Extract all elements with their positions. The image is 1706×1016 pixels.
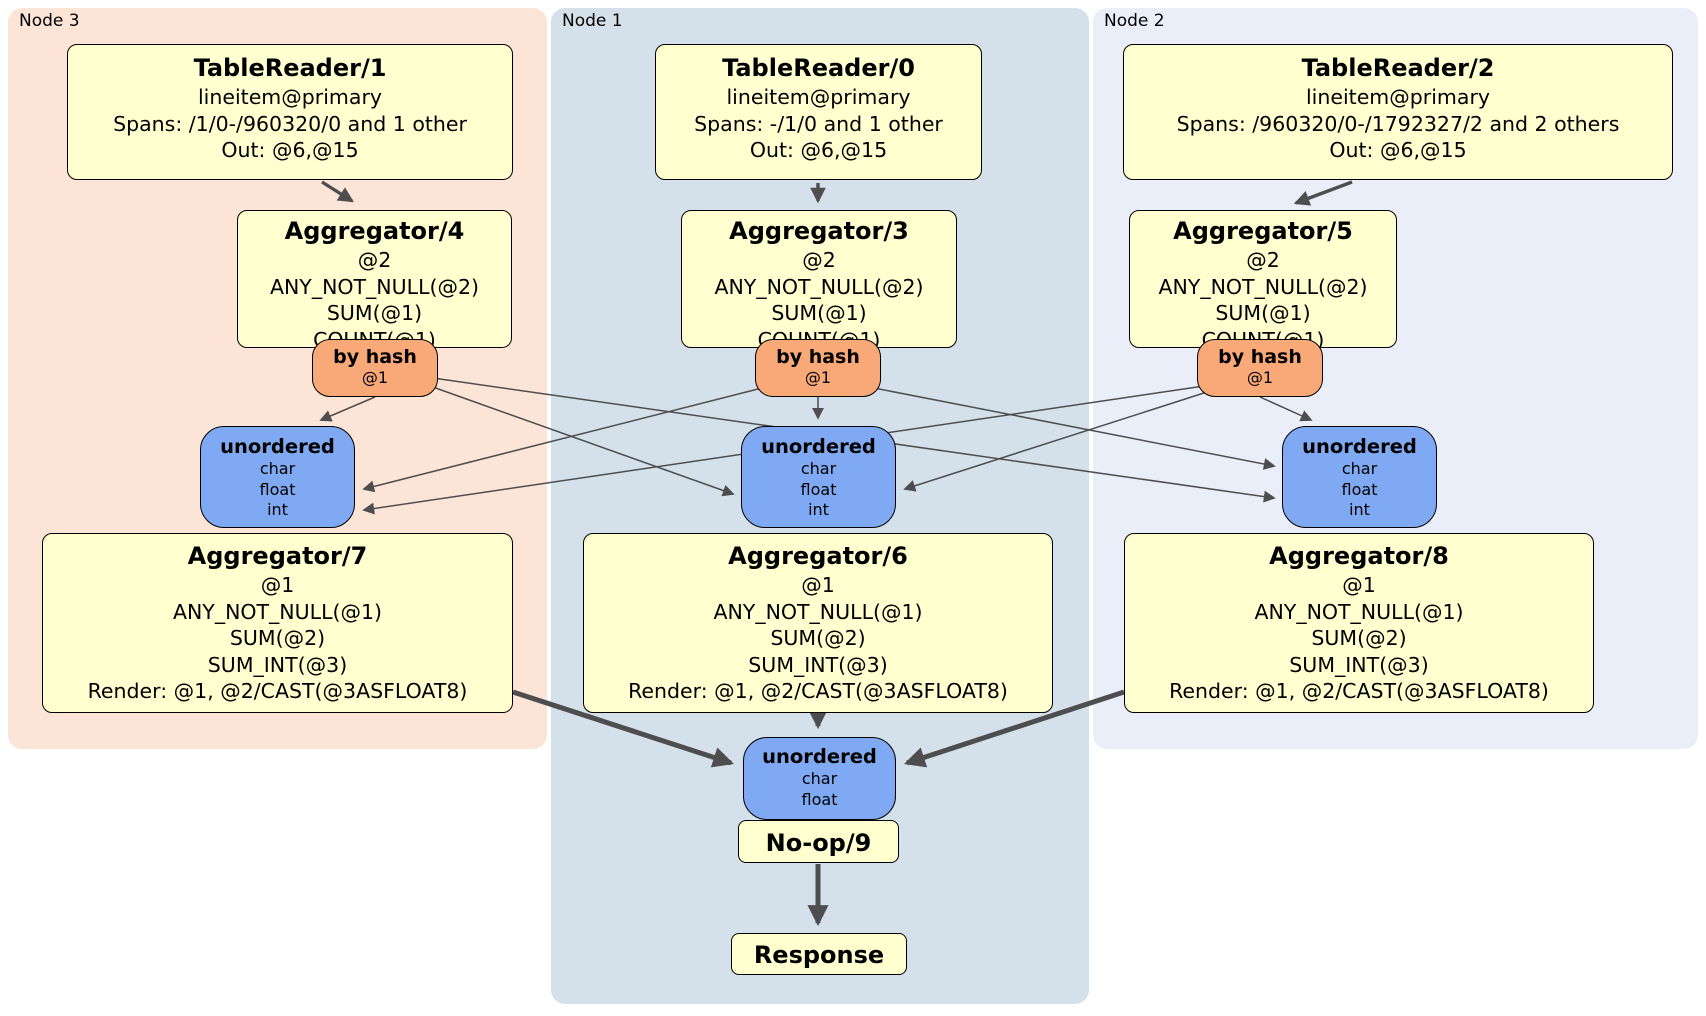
processor-group-cols: @1: [260, 573, 295, 597]
sync-label: unordered: [1302, 435, 1417, 458]
router-by-hash-node2: by hash @1: [1197, 339, 1323, 397]
processor-title: Response: [753, 941, 885, 969]
processor-spans: Spans: /1/0-/960320/0 and 1 other: [113, 111, 467, 136]
processor-agg-fn: ANY_NOT_NULL(@1): [713, 599, 923, 624]
processor-group-cols: @1: [1342, 573, 1376, 597]
processor-spans: Spans: /960320/0-/1792327/2 and 2 others: [1176, 111, 1620, 136]
processor-spans: Spans: -/1/0 and 1 other: [694, 111, 943, 136]
router-key: @1: [804, 368, 832, 387]
processor-agg-fn: SUM_INT(@3): [207, 652, 348, 677]
processor-agg-fn: ANY_NOT_NULL(@2): [714, 274, 924, 299]
processor-agg-fn: SUM_INT(@3): [1289, 652, 1429, 677]
router-by-hash-node3: by hash @1: [312, 339, 438, 397]
region-label-node3: Node 3: [19, 11, 80, 31]
sync-type: float: [801, 789, 838, 809]
sync-unordered-node1: unordered char float int: [741, 426, 896, 528]
processor-out: Out: @6,@15: [1329, 138, 1467, 162]
processor-title: Aggregator/7: [187, 542, 368, 570]
processor-agg-fn: ANY_NOT_NULL(@2): [1158, 274, 1368, 299]
sync-type: char: [259, 459, 296, 478]
processor-title: No-op/9: [765, 828, 872, 857]
sync-type: float: [800, 479, 837, 499]
processor-title: Aggregator/3: [729, 217, 909, 245]
processor-index: lineitem@primary: [197, 85, 383, 109]
processor-group-cols: @2: [1246, 248, 1280, 272]
router-label: by hash: [776, 346, 860, 368]
processor-aggregator-8: Aggregator/8 @1 ANY_NOT_NULL(@1) SUM(@2)…: [1124, 533, 1594, 713]
processor-title: TableReader/2: [1301, 54, 1495, 82]
processor-render: Render: @1, @2/CAST(@3ASFLOAT8): [1169, 679, 1549, 703]
sync-type: int: [808, 500, 829, 519]
processor-title: Aggregator/4: [284, 217, 465, 245]
router-key: @1: [1246, 368, 1274, 387]
region-label-node2: Node 2: [1104, 11, 1165, 31]
processor-agg-fn: SUM(@2): [1311, 626, 1407, 650]
sync-label: unordered: [220, 435, 335, 458]
router-label: by hash: [333, 346, 417, 368]
sync-type: float: [1341, 479, 1378, 499]
processor-title: Aggregator/6: [728, 542, 908, 570]
processor-agg-fn: SUM_INT(@3): [748, 652, 888, 677]
sync-unordered-node3: unordered char float int: [200, 426, 355, 528]
processor-agg-fn: SUM(@1): [1215, 301, 1311, 325]
processor-group-cols: @2: [357, 248, 392, 272]
sync-type: char: [1341, 459, 1378, 478]
processor-agg-fn: SUM(@1): [771, 301, 867, 325]
processor-response: Response: [731, 933, 907, 975]
processor-aggregator-5: Aggregator/5 @2 ANY_NOT_NULL(@2) SUM(@1)…: [1129, 210, 1397, 352]
processor-aggregator-6: Aggregator/6 @1 ANY_NOT_NULL(@1) SUM(@2)…: [583, 533, 1053, 713]
router-label: by hash: [1218, 346, 1302, 368]
sync-label: unordered: [761, 435, 876, 458]
sync-unordered-node2: unordered char float int: [1282, 426, 1437, 528]
sync-label: unordered: [762, 745, 877, 768]
processor-agg-fn: ANY_NOT_NULL(@1): [172, 599, 383, 624]
processor-title: TableReader/1: [193, 54, 387, 82]
processor-title: Aggregator/5: [1173, 217, 1353, 245]
processor-title: TableReader/0: [722, 54, 915, 82]
processor-noop-9: No-op/9: [738, 820, 899, 863]
sync-type: char: [801, 769, 838, 788]
sync-type: float: [259, 479, 296, 499]
sync-type: char: [800, 459, 837, 478]
processor-agg-fn: SUM(@2): [229, 626, 326, 650]
router-key: @1: [361, 368, 389, 387]
processor-aggregator-4: Aggregator/4 @2 ANY_NOT_NULL(@2) SUM(@1)…: [237, 210, 512, 352]
processor-tablereader-0: TableReader/0 lineitem@primary Spans: -/…: [655, 44, 982, 180]
processor-group-cols: @2: [802, 248, 836, 272]
region-label-node1: Node 1: [562, 11, 623, 31]
processor-index: lineitem@primary: [726, 85, 911, 109]
processor-index: lineitem@primary: [1305, 85, 1491, 109]
processor-out: Out: @6,@15: [749, 138, 888, 162]
router-by-hash-node1: by hash @1: [755, 339, 881, 397]
processor-out: Out: @6,@15: [221, 138, 359, 162]
processor-agg-fn: SUM(@2): [770, 626, 866, 650]
sync-type: int: [267, 500, 288, 519]
processor-agg-fn: ANY_NOT_NULL(@2): [269, 274, 480, 299]
processor-render: Render: @1, @2/CAST(@3ASFLOAT8): [87, 679, 468, 703]
processor-agg-fn: SUM(@1): [326, 301, 423, 325]
sync-type: int: [1349, 500, 1370, 519]
processor-agg-fn: ANY_NOT_NULL(@1): [1254, 599, 1464, 624]
processor-render: Render: @1, @2/CAST(@3ASFLOAT8): [628, 679, 1008, 703]
processor-tablereader-2: TableReader/2 lineitem@primary Spans: /9…: [1123, 44, 1673, 180]
processor-aggregator-3: Aggregator/3 @2 ANY_NOT_NULL(@2) SUM(@1)…: [681, 210, 957, 352]
processor-title: Aggregator/8: [1269, 542, 1449, 570]
processor-tablereader-1: TableReader/1 lineitem@primary Spans: /1…: [67, 44, 513, 180]
sync-unordered-final: unordered char float: [743, 737, 896, 820]
processor-aggregator-7: Aggregator/7 @1 ANY_NOT_NULL(@1) SUM(@2)…: [42, 533, 513, 713]
processor-group-cols: @1: [801, 573, 835, 597]
